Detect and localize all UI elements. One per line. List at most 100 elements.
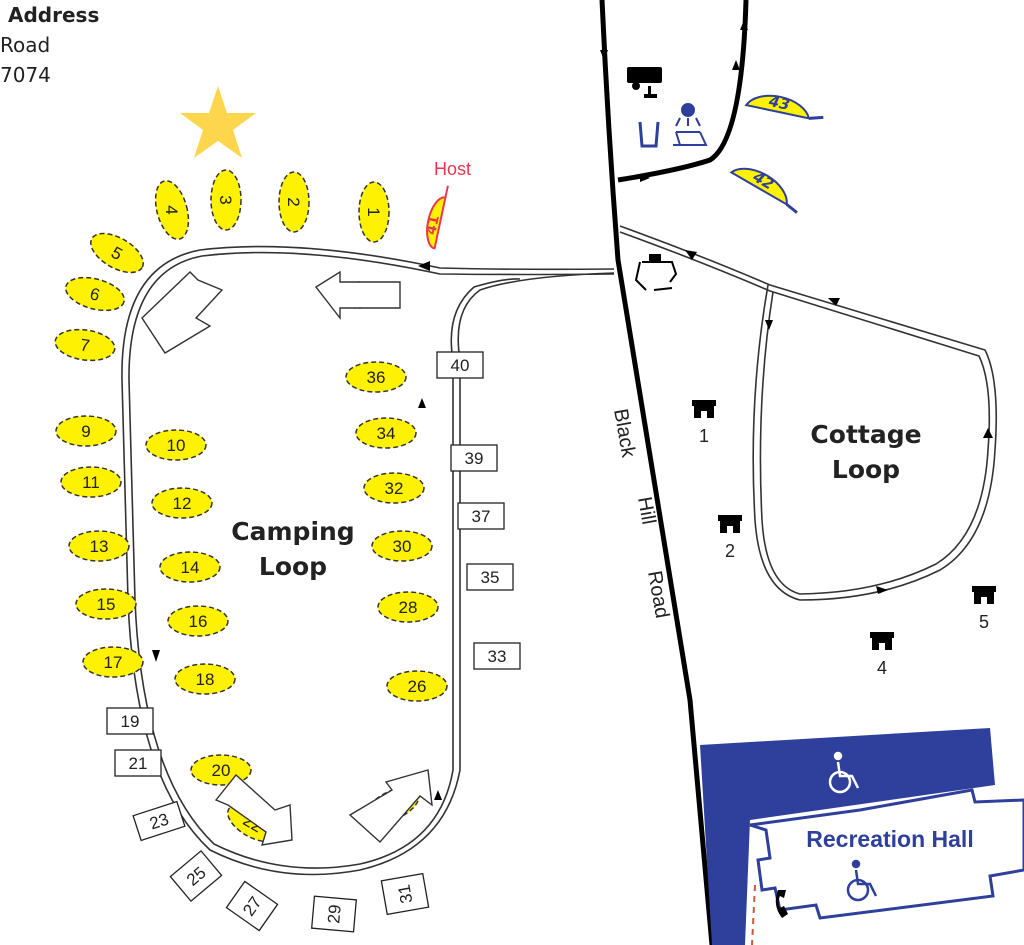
numbered-site-25[interactable]: 25 [169, 849, 223, 903]
host-site-label: 41 [423, 214, 443, 236]
blue-site-43[interactable]: 43 [744, 87, 826, 121]
road-label-hill: Hill [633, 495, 659, 526]
site-43-label: 43 [766, 92, 791, 114]
numbered-site-label: 31 [394, 883, 416, 905]
address-road: Road [0, 33, 51, 57]
numbered-site-label: 35 [481, 568, 500, 587]
tent-site-label: 12 [173, 494, 192, 513]
arrow-sites [141, 270, 433, 846]
trail [751, 884, 756, 945]
numbered-site-21[interactable]: 21 [114, 749, 162, 777]
cottage-2[interactable]: 2 [718, 515, 742, 561]
camping-loop-label-2: Loop [259, 552, 327, 581]
tent-site-26[interactable]: 26 [386, 670, 448, 702]
tent-site-18[interactable]: 18 [174, 663, 236, 695]
tent-site-1[interactable]: 1 [358, 181, 390, 243]
cottage-icon [972, 586, 996, 604]
address-zip: 7074 [0, 63, 51, 87]
numbered-site-label: 39 [465, 449, 484, 468]
numbered-site-31[interactable]: 31 [380, 872, 430, 916]
tent-site-12[interactable]: 12 [151, 487, 213, 519]
numbered-site-label: 19 [121, 712, 140, 731]
cottage-label: 4 [877, 658, 887, 678]
tent-site-2[interactable]: 2 [278, 171, 310, 233]
host-label: Host [434, 159, 471, 179]
tent-site-label: 28 [399, 598, 418, 617]
cottage-icon [692, 400, 716, 418]
tent-site-label: 30 [393, 537, 412, 556]
tent-site-9[interactable]: 9 [55, 415, 117, 447]
blue-site-42[interactable]: 42 [729, 157, 807, 214]
cottage-label: 1 [699, 426, 709, 446]
numbered-site-33[interactable]: 33 [473, 642, 521, 670]
tent-site-14[interactable]: 14 [159, 551, 221, 583]
tent-site-label: 17 [104, 653, 123, 672]
tent-site-11[interactable]: 11 [60, 466, 122, 498]
numbered-site-39[interactable]: 39 [450, 444, 498, 472]
cottage-4[interactable]: 4 [870, 632, 894, 678]
tent-site-6[interactable]: 6 [62, 272, 128, 317]
wheelchair-icon-hall [846, 859, 878, 902]
tent-site-13[interactable]: 13 [68, 530, 130, 562]
tent-site-label: 26 [408, 677, 427, 696]
tent-site-label: 13 [90, 537, 109, 556]
tent-site-label: 15 [97, 595, 116, 614]
cottage-loop-label-1: Cottage [810, 420, 921, 449]
numbered-site-35[interactable]: 35 [466, 563, 514, 591]
tent-site-label: 10 [167, 436, 186, 455]
cottage-label: 5 [979, 612, 989, 632]
address-heading: Address [8, 3, 100, 27]
numbered-site-40[interactable]: 40 [436, 351, 484, 379]
tent-site-label: 18 [196, 670, 215, 689]
recycling-icon [634, 254, 678, 291]
tent-site-label: 1 [364, 207, 383, 216]
black-hill-road [599, 0, 715, 945]
tent-site-36[interactable]: 36 [345, 361, 407, 393]
tent-site-16[interactable]: 16 [167, 605, 229, 637]
tent-site-30[interactable]: 30 [371, 530, 433, 562]
numbered-site-37[interactable]: 37 [457, 502, 505, 530]
host-site-41[interactable] [423, 183, 449, 250]
parking-lot [700, 728, 995, 945]
tent-site-4[interactable]: 4 [150, 177, 195, 243]
tent-site-label: 11 [82, 473, 100, 492]
tent-site-32[interactable]: 32 [363, 472, 425, 504]
tent-site-15[interactable]: 15 [75, 588, 137, 620]
tent-site-7[interactable]: 7 [53, 326, 117, 364]
cottage-5[interactable]: 5 [972, 586, 996, 632]
recreation-hall-building[interactable] [749, 788, 1024, 920]
tent-site-label: 14 [181, 558, 200, 577]
numbered-site-label: 21 [129, 754, 148, 773]
cottage-icon [870, 632, 894, 650]
tent-site-3[interactable]: 3 [210, 169, 242, 231]
tent-site-label: 34 [377, 424, 396, 443]
rv-dump-icon [627, 67, 662, 98]
cottage-loop-label-2: Loop [832, 455, 900, 484]
numbered-site-label: 23 [147, 810, 171, 834]
tent-site-label: 2 [284, 197, 303, 206]
star-icon [180, 86, 256, 158]
cottage-1[interactable]: 1 [692, 400, 716, 446]
tent-site-label: 9 [81, 422, 90, 441]
numbered-site-29[interactable]: 29 [310, 895, 358, 933]
tent-site-17[interactable]: 17 [82, 646, 144, 678]
tent-site-label: 4 [162, 205, 181, 214]
tent-site-34[interactable]: 34 [355, 417, 417, 449]
tent-site-5[interactable]: 5 [84, 226, 149, 281]
tent-site-28[interactable]: 28 [377, 591, 439, 623]
wheelchair-icon [828, 751, 860, 794]
numbered-site-19[interactable]: 19 [106, 707, 154, 735]
tent-site-label: 32 [385, 479, 404, 498]
numbered-site-23[interactable]: 23 [132, 800, 186, 842]
numbered-site-27[interactable]: 27 [225, 880, 279, 932]
tent-site-10[interactable]: 10 [145, 429, 207, 461]
upper-road [617, 0, 749, 183]
cottage-icon [718, 515, 742, 533]
shower-icon [673, 103, 708, 146]
tent-site-label: 36 [367, 368, 386, 387]
tent-site-label: 7 [79, 335, 91, 355]
cottage-label: 2 [725, 541, 735, 561]
cottages-layer: 1 2 4 5 [692, 400, 996, 678]
camping-loop-label-1: Camping [231, 517, 354, 546]
